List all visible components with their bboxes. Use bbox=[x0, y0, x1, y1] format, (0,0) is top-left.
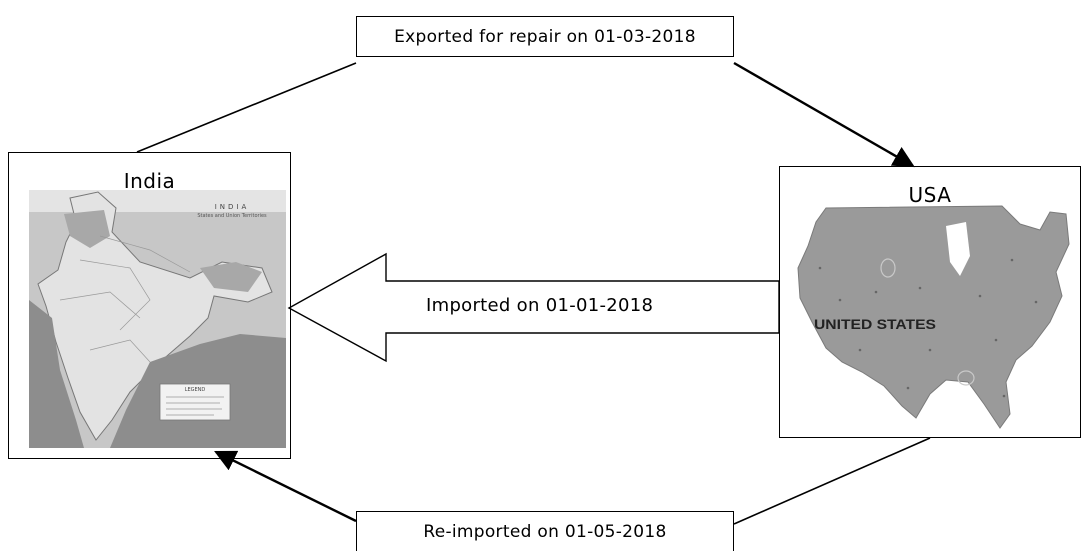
usa-map: UNITED STATES bbox=[797, 205, 1070, 432]
reimport-connector-right bbox=[733, 437, 931, 525]
import-label: Imported on 01-01-2018 bbox=[426, 295, 654, 316]
india-panel: India bbox=[8, 152, 291, 459]
export-connector-left bbox=[136, 62, 357, 153]
usa-panel: USA bbox=[779, 166, 1081, 438]
india-title: India bbox=[123, 169, 176, 193]
import-arrow bbox=[287, 252, 780, 363]
usa-map-label: UNITED STATES bbox=[814, 316, 936, 332]
india-map-subheading: States and Union Territories bbox=[197, 213, 267, 219]
usa-title: USA bbox=[908, 183, 952, 207]
reimport-label: Re-imported on 01-05-2018 bbox=[356, 511, 734, 551]
india-map: INDIA States and Union Territories LEGEN… bbox=[29, 190, 286, 448]
india-map-legend-title: LEGEND bbox=[185, 387, 206, 393]
export-arrow bbox=[733, 61, 915, 168]
india-map-heading: INDIA bbox=[215, 203, 250, 211]
export-label: Exported for repair on 01-03-2018 bbox=[356, 16, 734, 57]
reimport-arrow bbox=[214, 450, 357, 523]
